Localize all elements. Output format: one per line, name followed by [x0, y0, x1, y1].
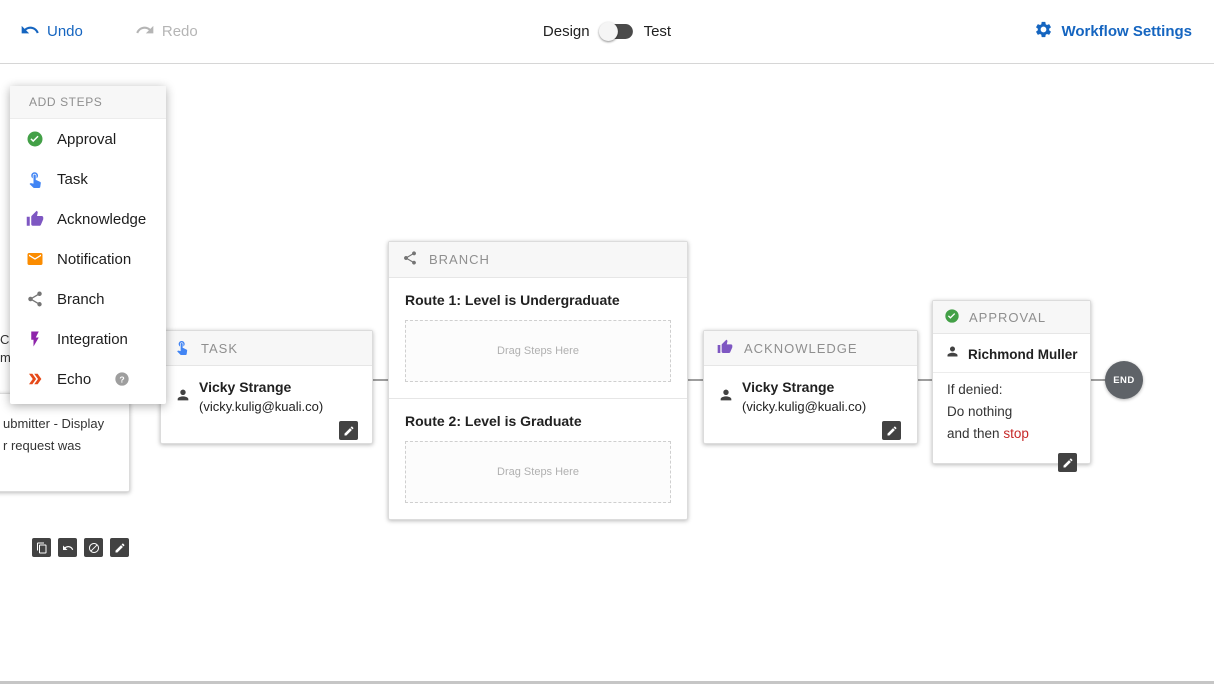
clipped-card-text: r request was: [3, 438, 82, 453]
undo-label: Undo: [47, 23, 83, 40]
task-node-card[interactable]: TASK Vicky Strange (vicky.kulig@kuali.co…: [160, 330, 373, 444]
edit-task-button[interactable]: [339, 421, 358, 440]
menu-item-label: Task: [57, 170, 88, 188]
double-chevron-icon: [26, 370, 44, 388]
approval-card-title: APPROVAL: [969, 309, 1047, 325]
help-icon[interactable]: ?: [114, 371, 130, 387]
share-branch-icon: [26, 290, 44, 308]
menu-item-label: Acknowledge: [57, 210, 147, 228]
menu-item-label: Approval: [57, 130, 117, 148]
clipped-text-fragment: C: [0, 332, 10, 347]
person-icon: [175, 387, 191, 408]
route-2-drop-zone[interactable]: Drag Steps Here: [405, 441, 671, 503]
route-1-drop-zone[interactable]: Drag Steps Here: [405, 320, 671, 382]
disable-step-button[interactable]: [84, 538, 103, 557]
branch-node-card[interactable]: BRANCH Route 1: Level is Undergraduate D…: [388, 241, 688, 520]
top-toolbar: Undo Redo Design Test Workflow Settings: [0, 0, 1214, 64]
workflow-canvas[interactable]: C m ubmitter - Display r request was ADD…: [0, 64, 1214, 684]
step-action-bar: [32, 538, 129, 557]
redo-button[interactable]: Redo: [135, 20, 198, 44]
add-step-acknowledge[interactable]: Acknowledge: [10, 199, 166, 239]
clipped-card-text: ubmitter - Display: [3, 416, 105, 431]
add-step-branch[interactable]: Branch: [10, 279, 166, 319]
approval-card-header: APPROVAL: [933, 301, 1090, 334]
check-circle-icon: [26, 130, 44, 148]
branch-body: Route 1: Level is Undergraduate Drag Ste…: [389, 292, 687, 519]
duplicate-step-button[interactable]: [32, 538, 51, 557]
approval-assignee-name: Richmond Muller: [968, 346, 1078, 362]
menu-item-label: Echo: [57, 370, 92, 388]
horizontal-scrollbar[interactable]: [0, 681, 1214, 684]
route-divider: [389, 398, 687, 399]
end-node-label: END: [1113, 374, 1135, 386]
approval-assignee-row: Richmond Muller: [933, 334, 1090, 372]
workflow-settings-label: Workflow Settings: [1061, 23, 1192, 40]
gear-icon: [1034, 20, 1053, 43]
menu-item-label: Branch: [57, 290, 105, 308]
drop-zone-hint: Drag Steps Here: [497, 345, 579, 357]
denied-then-prefix: and then: [947, 426, 1004, 441]
acknowledge-card-title: ACKNOWLEDGE: [744, 340, 858, 356]
acknowledge-node-card[interactable]: ACKNOWLEDGE Vicky Strange (vicky.kulig@k…: [703, 330, 918, 444]
task-assignee-name: Vicky Strange: [199, 379, 292, 395]
acknowledge-assignee-name: Vicky Strange: [742, 379, 835, 395]
branch-card-header: BRANCH: [389, 242, 687, 278]
menu-item-label: Integration: [57, 330, 128, 348]
clipped-notification-card[interactable]: ubmitter - Display r request was: [0, 393, 130, 492]
edit-step-button[interactable]: [110, 538, 129, 557]
add-step-task[interactable]: Task: [10, 159, 166, 199]
task-assignee-row: Vicky Strange (vicky.kulig@kuali.co): [161, 366, 372, 427]
add-step-approval[interactable]: Approval: [10, 119, 166, 159]
check-circle-icon: [944, 308, 960, 327]
person-icon: [718, 387, 734, 408]
end-node[interactable]: END: [1105, 361, 1143, 399]
clipped-text-fragment: m: [0, 350, 11, 365]
drop-zone-hint: Drag Steps Here: [497, 466, 579, 478]
route-2-title: Route 2: Level is Graduate: [405, 413, 582, 429]
toggle-thumb: [598, 22, 618, 41]
approval-denied-block: If denied: Do nothing and then stop: [933, 379, 1090, 457]
share-branch-icon: [402, 250, 418, 269]
menu-item-label: Notification: [57, 250, 132, 268]
add-steps-menu: ADD STEPS Approval Task Acknowledge Noti…: [10, 86, 166, 404]
envelope-icon: [26, 250, 44, 268]
add-step-notification[interactable]: Notification: [10, 239, 166, 279]
task-card-title: TASK: [201, 340, 238, 356]
lightning-icon: [26, 330, 44, 348]
person-icon: [945, 344, 960, 364]
approval-node-card[interactable]: APPROVAL Richmond Muller If denied: Do n…: [932, 300, 1091, 472]
touch-hand-icon: [26, 170, 44, 188]
add-steps-menu-header: ADD STEPS: [10, 86, 166, 119]
design-mode-label: Design: [542, 23, 590, 40]
task-card-header: TASK: [161, 331, 372, 366]
edit-approval-button[interactable]: [1058, 453, 1077, 472]
thumb-up-icon: [717, 339, 733, 358]
workflow-settings-button[interactable]: Workflow Settings: [1034, 20, 1192, 43]
thumb-up-icon: [26, 210, 44, 228]
branch-card-title: BRANCH: [429, 252, 490, 267]
svg-text:?: ?: [120, 374, 125, 384]
touch-hand-icon: [174, 339, 190, 358]
denied-stop-text: stop: [1003, 426, 1029, 441]
add-step-integration[interactable]: Integration: [10, 319, 166, 359]
task-assignee-email: (vicky.kulig@kuali.co): [199, 399, 324, 414]
revert-step-button[interactable]: [58, 538, 77, 557]
mode-toggle-switch[interactable]: [598, 22, 633, 41]
denied-action: Do nothing: [947, 404, 1013, 419]
redo-label: Redo: [161, 23, 198, 40]
add-step-echo[interactable]: Echo ?: [10, 359, 166, 399]
design-test-toggle-group: Design Test: [542, 22, 672, 41]
route-1-title: Route 1: Level is Undergraduate: [405, 292, 620, 308]
acknowledge-assignee-email: (vicky.kulig@kuali.co): [742, 399, 867, 414]
undo-icon: [20, 20, 40, 44]
test-mode-label: Test: [643, 23, 672, 40]
acknowledge-card-header: ACKNOWLEDGE: [704, 331, 917, 366]
undo-button[interactable]: Undo: [20, 20, 83, 44]
redo-icon: [135, 20, 155, 44]
approval-divider: [933, 372, 1090, 373]
acknowledge-assignee-row: Vicky Strange (vicky.kulig@kuali.co): [704, 366, 917, 427]
edit-acknowledge-button[interactable]: [882, 421, 901, 440]
denied-label: If denied:: [947, 382, 1003, 397]
denied-then-line: and then stop: [947, 423, 1078, 445]
